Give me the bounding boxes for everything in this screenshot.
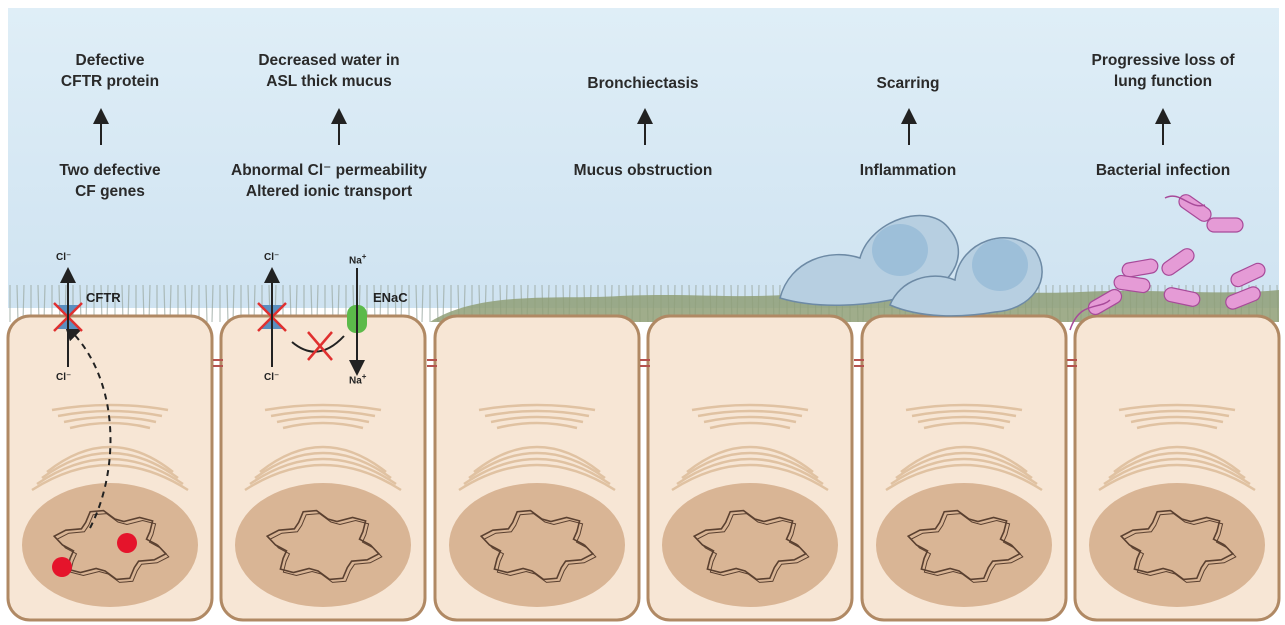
sodium-out-label: Na+: [349, 252, 366, 266]
stage4-effect-label: Scarring: [793, 73, 1023, 94]
bacterium-3: [1159, 246, 1197, 278]
bacterium-1: [1176, 192, 1214, 224]
chloride-out-label-1: Cl⁻: [56, 252, 71, 263]
stage1-cause-label: Two defective CF genes: [0, 160, 225, 202]
mutation-dot-2: [117, 533, 137, 553]
stage2-effect-label: Decreased water in ASL thick mucus: [214, 50, 444, 92]
enac-label: ENaC: [373, 290, 408, 305]
bacterium-2: [1121, 258, 1159, 278]
nucleus: [235, 483, 411, 607]
stage5-cause-label: Bacterial infection: [1048, 160, 1278, 181]
chloride-in-label-2: Cl⁻: [264, 372, 279, 383]
stage5-effect-label: Progressive loss of lung function: [1048, 50, 1278, 92]
chloride-out-label-2: Cl⁻: [264, 252, 279, 263]
stage3-cause-label: Mucus obstruction: [528, 160, 758, 181]
nucleus: [1089, 483, 1265, 607]
nucleus: [22, 483, 198, 607]
epithelial-cell-1: [8, 316, 212, 620]
epithelial-cell-4: [640, 316, 852, 620]
immune-cells: [780, 215, 1042, 315]
bacterium-9: [1207, 218, 1243, 232]
sodium-in-label: Na+: [349, 372, 366, 386]
cftr-label: CFTR: [86, 290, 121, 305]
nucleus: [876, 483, 1052, 607]
epithelial-cell-2: [213, 316, 425, 620]
chloride-in-label-1: Cl⁻: [56, 372, 71, 383]
nucleus: [662, 483, 838, 607]
epithelial-cell-3: [427, 316, 639, 620]
nucleus: [449, 483, 625, 607]
stage2-cause-label: Abnormal Cl⁻ permeability Altered ionic …: [214, 160, 444, 202]
stage1-effect-label: Defective CFTR protein: [0, 50, 225, 92]
epithelial-cell-6: [1067, 316, 1279, 620]
mutation-dot-1: [52, 557, 72, 577]
epithelial-cell-5: [854, 316, 1066, 620]
stage4-cause-label: Inflammation: [793, 160, 1023, 181]
bacterium-4: [1229, 261, 1268, 289]
stage3-effect-label: Bronchiectasis: [528, 73, 758, 94]
